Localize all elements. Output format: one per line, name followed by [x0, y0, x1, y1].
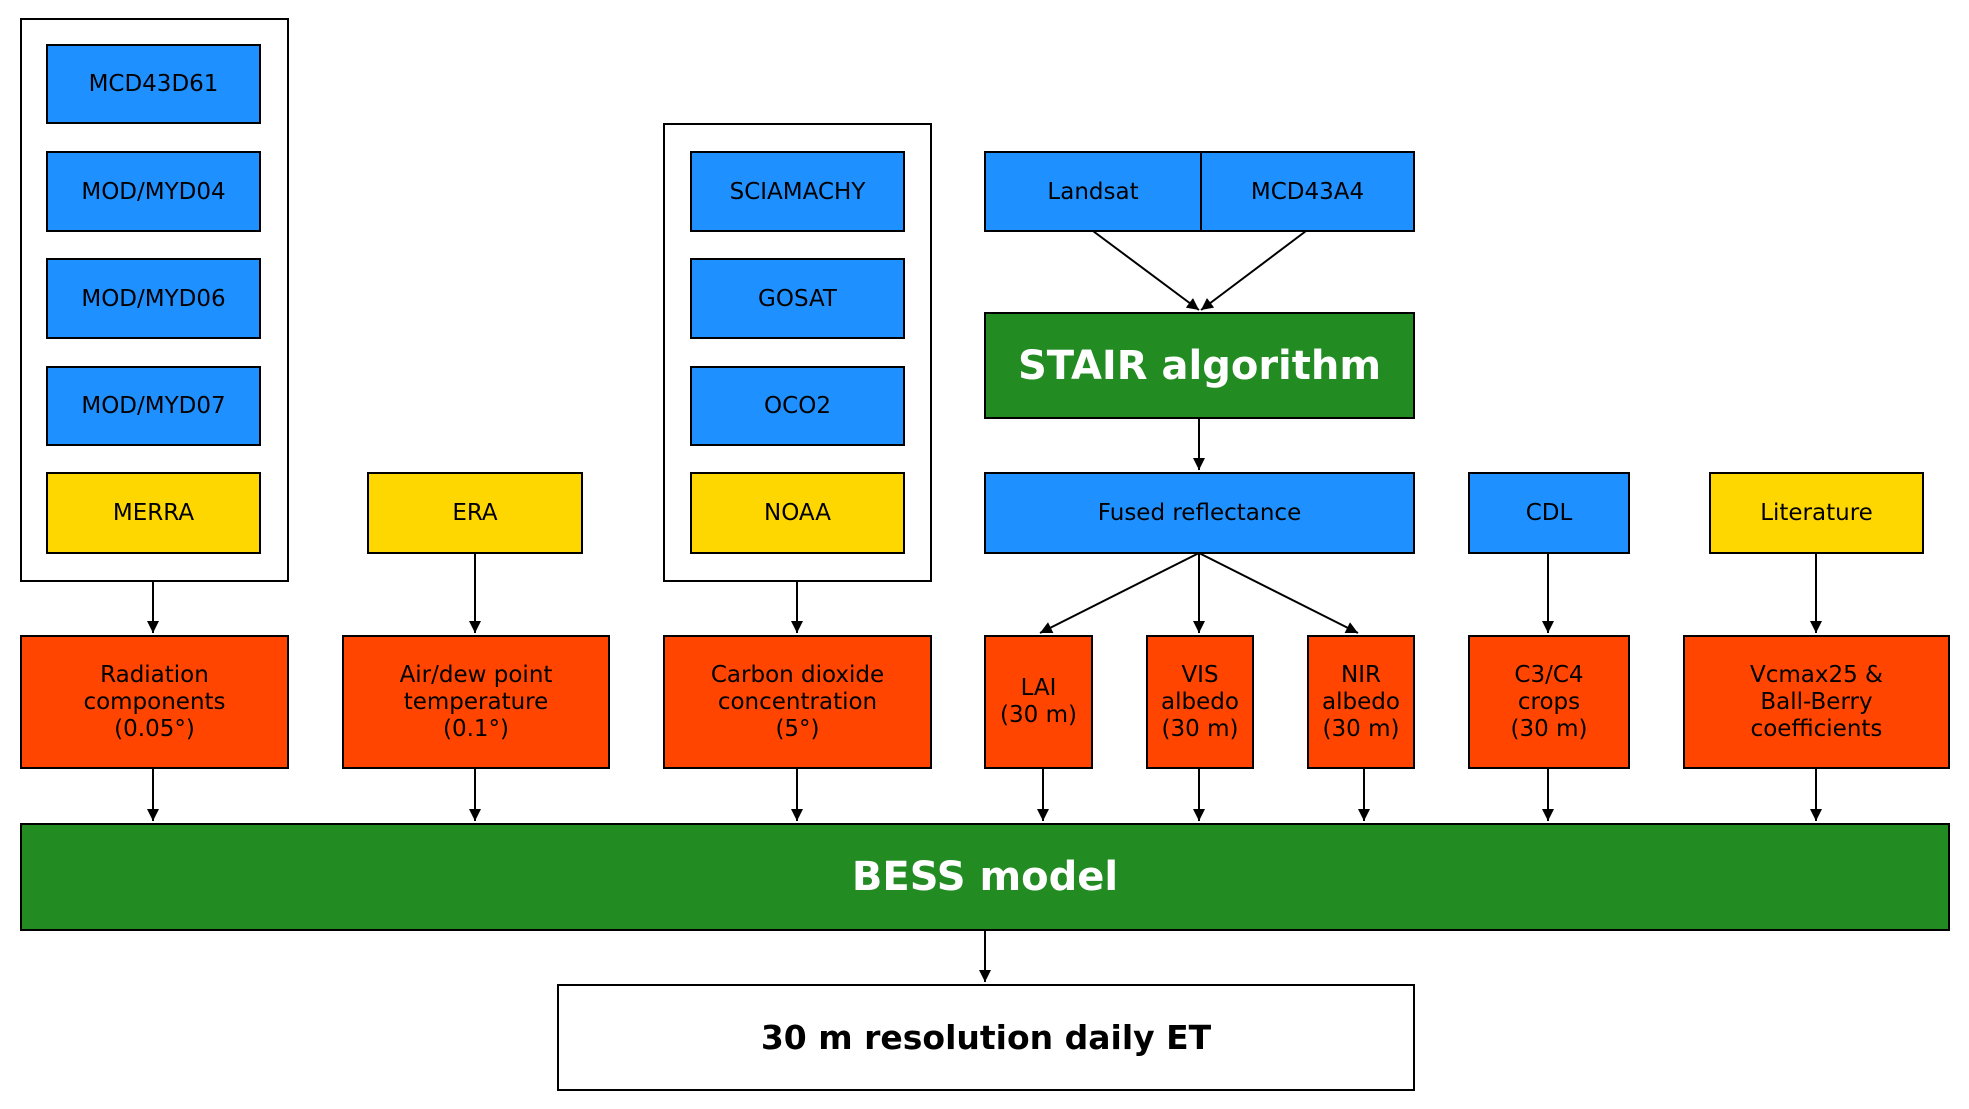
- source-mod-myd04: MOD/MYD04: [46, 151, 261, 232]
- source-cdl: CDL: [1468, 472, 1630, 554]
- source-mcd43a4: MCD43A4: [1200, 151, 1415, 232]
- arrow-mcd43a4-to-stair: [1200, 230, 1307, 311]
- product-vis-albedo: VIS albedo (30 m): [1146, 635, 1254, 769]
- arrow-fused-to-lai: [1039, 552, 1200, 634]
- source-era: ERA: [367, 472, 583, 554]
- product-nir-albedo: NIR albedo (30 m): [1307, 635, 1415, 769]
- bess-model: BESS model: [20, 823, 1950, 931]
- source-literature: Literature: [1709, 472, 1924, 554]
- product-c3c4-crops: C3/C4 crops (30 m): [1468, 635, 1630, 769]
- source-merra: MERRA: [46, 472, 261, 554]
- product-air-dew-temperature: Air/dew point temperature (0.1°): [342, 635, 610, 769]
- arrow-fused-to-nir: [1198, 552, 1359, 634]
- source-mod-myd06: MOD/MYD06: [46, 258, 261, 339]
- source-mod-myd07: MOD/MYD07: [46, 366, 261, 446]
- product-lai: LAI (30 m): [984, 635, 1093, 769]
- source-mcd43d61: MCD43D61: [46, 44, 261, 124]
- arrow-landsat-to-stair: [1092, 230, 1200, 311]
- source-noaa: NOAA: [690, 472, 905, 554]
- source-oco2: OCO2: [690, 366, 905, 446]
- source-landsat: Landsat: [984, 151, 1202, 232]
- source-gosat: GOSAT: [690, 258, 905, 339]
- product-vcmax-ballberry: Vcmax25 & Ball-Berry coefficients: [1683, 635, 1950, 769]
- source-sciamachy: SCIAMACHY: [690, 151, 905, 232]
- product-radiation-components: Radiation components (0.05°): [20, 635, 289, 769]
- fused-reflectance: Fused reflectance: [984, 472, 1415, 554]
- product-co2-concentration: Carbon dioxide concentration (5°): [663, 635, 932, 769]
- output-daily-et: 30 m resolution daily ET: [557, 984, 1415, 1091]
- stair-algorithm: STAIR algorithm: [984, 312, 1415, 419]
